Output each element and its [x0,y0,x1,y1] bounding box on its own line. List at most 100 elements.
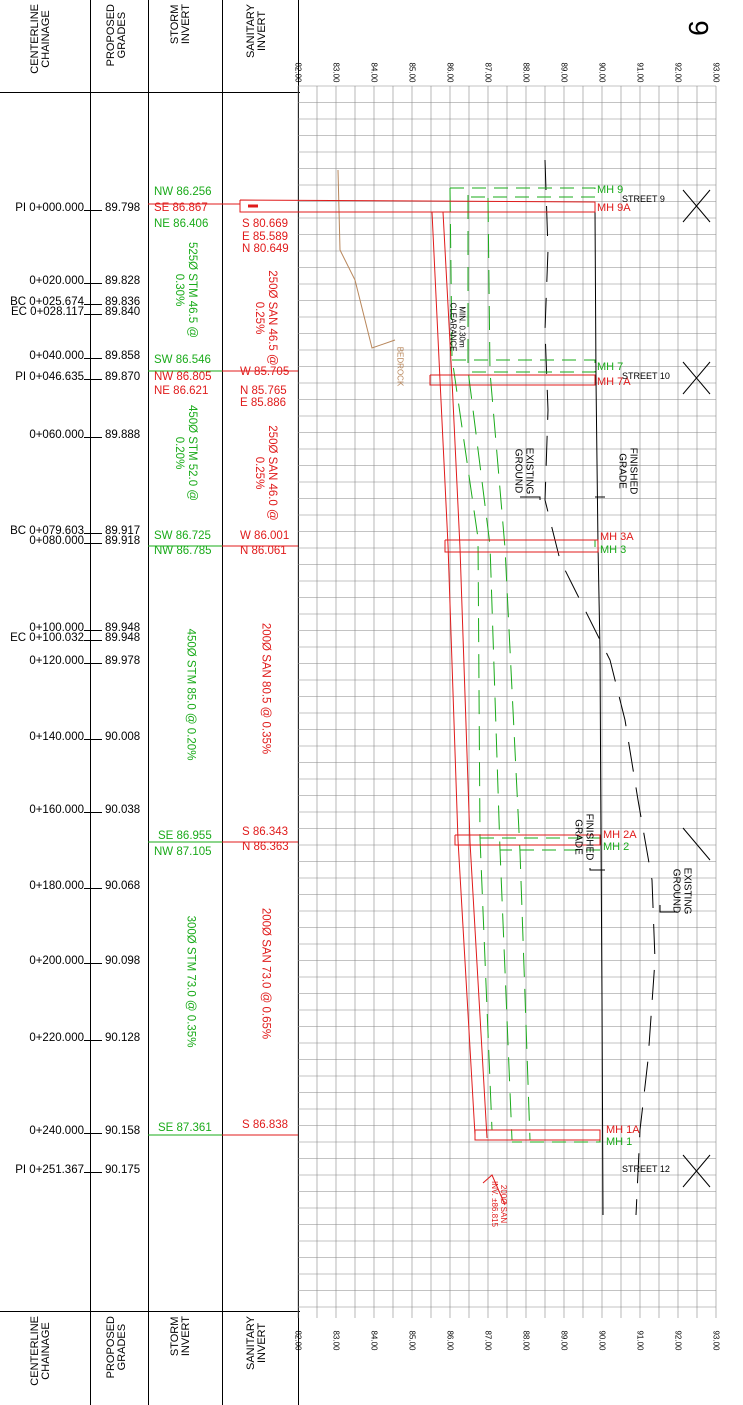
station-grade: 89.978 [105,655,141,667]
station-chainage: EC 0+100.032 [10,632,84,644]
sanitary-stub [482,1174,506,1206]
sanitary-pipe-crown [431,211,476,1136]
station-grade: 89.858 [105,350,141,362]
storm-pipe-outer [487,197,531,1141]
station-tick [84,963,102,964]
elevation-label: 83.00 [331,1330,341,1351]
station-grade: 90.038 [105,804,141,816]
station-tick [84,314,102,315]
elevation-label: 89.00 [559,1330,569,1351]
manhole-label: MH 9A [597,202,631,214]
elevation-label: 92.00 [673,1330,683,1351]
station-grade: 90.098 [105,955,141,967]
elevation-label: 93.00 [711,62,721,83]
sanitary-invert: N 85.765 [240,385,287,397]
station-grade: 89.870 [105,371,141,383]
elevation-label: 93.00 [711,1330,721,1351]
station-tick [84,640,102,641]
station-grade: 89.948 [105,632,141,644]
elevation-label: 86.00 [445,62,455,83]
sanitary-mh1a [474,1129,601,1141]
storm-pipe-label: 450Ø STM 85.0 @ 0.20% [184,628,197,761]
finished-grade-line [594,209,604,1216]
bedrock-line [337,169,396,349]
sanitary-mh9a [239,199,596,213]
station-grade: 89.836 [105,296,141,308]
street-label: STREET 12 [622,1164,670,1174]
bedrock-note: BEDROCK [395,346,405,387]
finished-leader-2 [589,868,605,871]
elevation-label: 88.00 [521,62,531,83]
storm-invert: NW 87.105 [154,846,212,858]
storm-invert: SE 86.867 [154,202,208,214]
station-tick [84,379,102,380]
storm-invert: NW 86.256 [154,186,212,198]
column-divider [222,0,223,1405]
manhole-label: MH 3A [600,531,634,543]
street-label: STREET 10 [622,371,670,381]
elevation-label: 84.00 [369,1330,379,1351]
station-chainage: 0+060.000 [29,429,84,441]
sanitary-invert: S 86.343 [242,826,289,838]
storm-invert: NE 86.621 [154,385,209,397]
storm-pipe-label: 450Ø STM 52.0 @ 0.20% [173,404,198,502]
sanitary-pipe-label: 200Ø SAN 80.5 @ 0.35% [259,622,272,755]
elevation-label: 82.00 [293,62,303,83]
sanitary-invert: E 85.589 [242,231,289,243]
storm-invert: SE 87.361 [158,1122,212,1134]
header-rule-top [0,92,300,93]
sanitary-invert: N 86.363 [242,841,289,853]
elevation-label: 84.00 [369,62,379,83]
sanitary-stub-note: 200Ø SAN INV. ±86.815 [489,1181,508,1227]
sanitary-mh2a [454,834,601,846]
manhole-label: MH 1A [606,1124,640,1136]
street12-cross-b [682,1154,711,1188]
station-chainage: BC 0+079.603 [10,525,84,537]
storm-invert: SE 86.955 [158,830,212,842]
station-chainage: 0+140.000 [29,731,84,743]
existing-ground-note: EXISTING GROUND [670,867,693,915]
sanitary-invert: W 86.001 [240,530,290,542]
station-grade: 90.158 [105,1125,141,1137]
storm-invert: SW 86.546 [154,354,211,366]
station-chainage: 0+120.000 [29,655,84,667]
sanitary-pipe-label: 250Ø SAN 46.5 @ 0.25% [253,270,278,366]
existing-leader-2 [659,905,677,913]
street10-cross [682,361,711,395]
elevation-label: 87.00 [483,62,493,83]
station-tick [84,888,102,889]
station-tick [84,210,102,211]
station-tick [84,283,102,284]
header-rule-bottom [0,1311,300,1312]
existing-ground-note: EXISTING GROUND [512,447,535,495]
station-grade: 89.828 [105,275,141,287]
sanitary-pipe-label: 250Ø SAN 46.0 @ 0.25% [253,425,278,521]
storm-pipe-invert [467,195,513,1141]
station-grade: 89.948 [105,622,141,634]
sanitary-invert: N 80.649 [242,243,289,255]
station-tick [84,358,102,359]
sanitary-invert: E 85.886 [240,397,287,409]
station-chainage: PI 0+046.635 [15,371,84,383]
manhole-label: MH 2A [603,829,637,841]
station-grade: 89.888 [105,429,141,441]
elevation-label: 91.00 [635,1330,645,1351]
column-divider [90,0,91,1405]
manhole-label: MH 7 [597,361,624,373]
manhole-label: MH 3 [600,544,627,556]
storm-pipe-label: 525Ø STM 46.5 @ 0.30% [173,241,198,339]
sanitary-invert: N 86.061 [240,545,287,557]
manhole-label: MH 9 [597,184,624,196]
elevation-label: 87.00 [483,1330,493,1351]
storm-invert: NW 86.805 [154,371,212,383]
station-tick [84,533,102,534]
station-grade: 89.840 [105,306,141,318]
storm-mh2 [480,837,601,851]
clearance-note: MIN. 0.30m CLEARANCE [448,302,467,352]
elevation-label: 90.00 [597,1330,607,1351]
street12-cross [682,827,711,861]
station-chainage: PI 0+251.367 [15,1164,84,1176]
storm-mh7 [452,359,596,373]
elevation-label: 85.00 [407,1330,417,1351]
